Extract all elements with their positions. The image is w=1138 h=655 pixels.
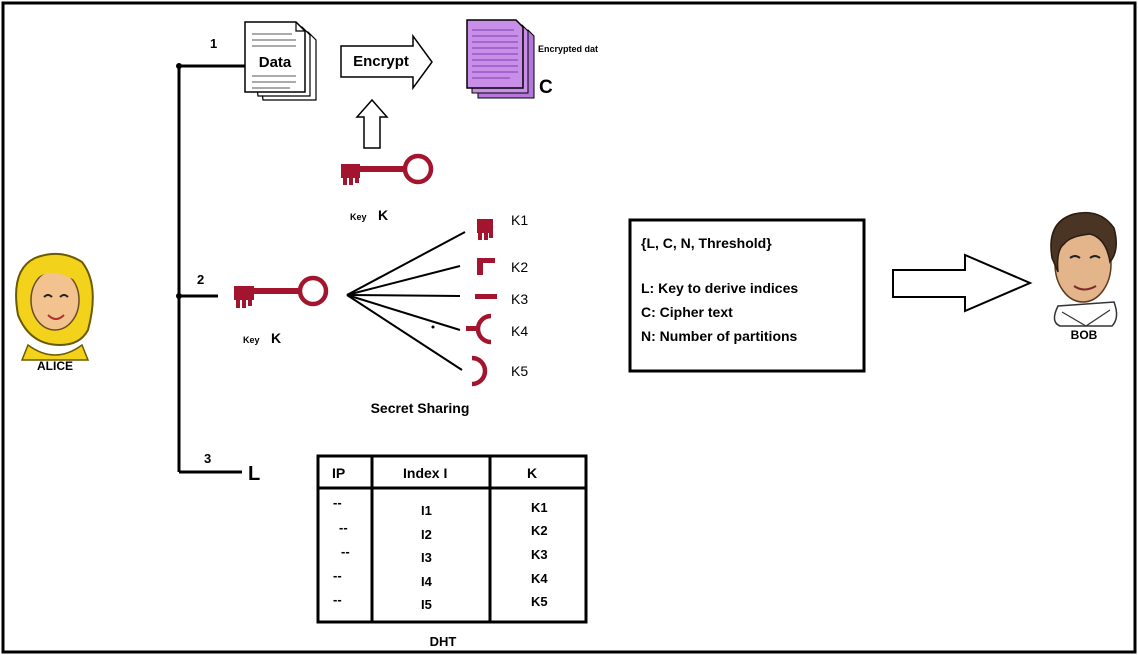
key-share-5-icon bbox=[471, 355, 488, 387]
dht-table bbox=[316, 454, 588, 624]
dht-header-k: K bbox=[527, 465, 537, 481]
data-label: Data bbox=[259, 54, 292, 71]
dht-cell-index: I5 bbox=[421, 597, 432, 612]
share-label-4: K4 bbox=[511, 323, 528, 339]
dht-cell-ip: -- bbox=[333, 568, 342, 583]
share-label-2: K2 bbox=[511, 259, 528, 275]
message-l-def: L: Key to derive indices bbox=[641, 280, 798, 296]
encrypted-data-label: Encrypted dat bbox=[538, 44, 598, 54]
share-label-1: K1 bbox=[511, 212, 528, 228]
dht-cell-k: K4 bbox=[531, 571, 548, 586]
key-share-1-icon bbox=[477, 219, 493, 240]
key-k-split-word: Key bbox=[243, 335, 260, 345]
share-label-3: K3 bbox=[511, 291, 528, 307]
key-share-3-icon bbox=[475, 294, 497, 299]
encrypt-arrow bbox=[340, 33, 433, 91]
fan-dot bbox=[431, 325, 435, 329]
dht-cell-k: K2 bbox=[531, 523, 548, 538]
bob-avatar bbox=[1050, 211, 1118, 327]
step-1-number: 1 bbox=[210, 36, 217, 51]
data-document-icon bbox=[244, 21, 317, 101]
key-k-split-symbol: K bbox=[271, 330, 281, 346]
dht-caption: DHT bbox=[430, 634, 457, 649]
key-k-split-icon bbox=[234, 275, 329, 308]
dht-cell-ip: -- bbox=[339, 520, 348, 535]
cipher-symbol: C bbox=[539, 77, 553, 98]
alice-label: ALICE bbox=[37, 359, 73, 373]
l-symbol: L bbox=[248, 463, 260, 485]
message-n-def: N: Number of partitions bbox=[641, 328, 798, 344]
key-k-icon bbox=[341, 153, 434, 185]
message-box bbox=[628, 218, 866, 373]
dht-cell-index: I1 bbox=[421, 503, 432, 518]
secret-sharing-fan bbox=[346, 231, 466, 371]
key-share-4-icon bbox=[466, 313, 492, 345]
dht-cell-index: I2 bbox=[421, 527, 432, 542]
share-label-5: K5 bbox=[511, 363, 528, 379]
step-3-number: 3 bbox=[204, 451, 211, 466]
secret-sharing-caption: Secret Sharing bbox=[371, 400, 470, 416]
message-tuple: {L, C, N, Threshold} bbox=[641, 235, 772, 251]
dht-cell-ip: -- bbox=[333, 495, 342, 510]
key-share-2-icon bbox=[477, 258, 495, 275]
dht-cell-index: I3 bbox=[421, 550, 432, 565]
dht-cell-k: K5 bbox=[531, 594, 548, 609]
branch-1-dot bbox=[176, 63, 182, 69]
alice-avatar bbox=[15, 252, 94, 361]
bob-label: BOB bbox=[1071, 328, 1098, 342]
dht-header-ip: IP bbox=[332, 465, 345, 481]
key-k-symbol: K bbox=[378, 207, 388, 223]
step-2-number: 2 bbox=[197, 272, 204, 287]
encrypt-label: Encrypt bbox=[353, 53, 409, 70]
dht-header-index: Index I bbox=[403, 465, 447, 481]
dht-cell-index: I4 bbox=[421, 574, 433, 589]
up-arrow bbox=[355, 98, 389, 149]
dht-cell-ip: -- bbox=[341, 544, 350, 559]
send-to-bob-arrow bbox=[892, 253, 1033, 313]
encrypted-document-icon bbox=[466, 19, 535, 99]
dht-cell-k: K3 bbox=[531, 547, 548, 562]
dht-cell-ip: -- bbox=[333, 592, 342, 607]
key-k-word: Key bbox=[350, 212, 367, 222]
message-c-def: C: Cipher text bbox=[641, 304, 733, 320]
dht-cell-k: K1 bbox=[531, 500, 548, 515]
branch-2-dot bbox=[176, 293, 182, 299]
